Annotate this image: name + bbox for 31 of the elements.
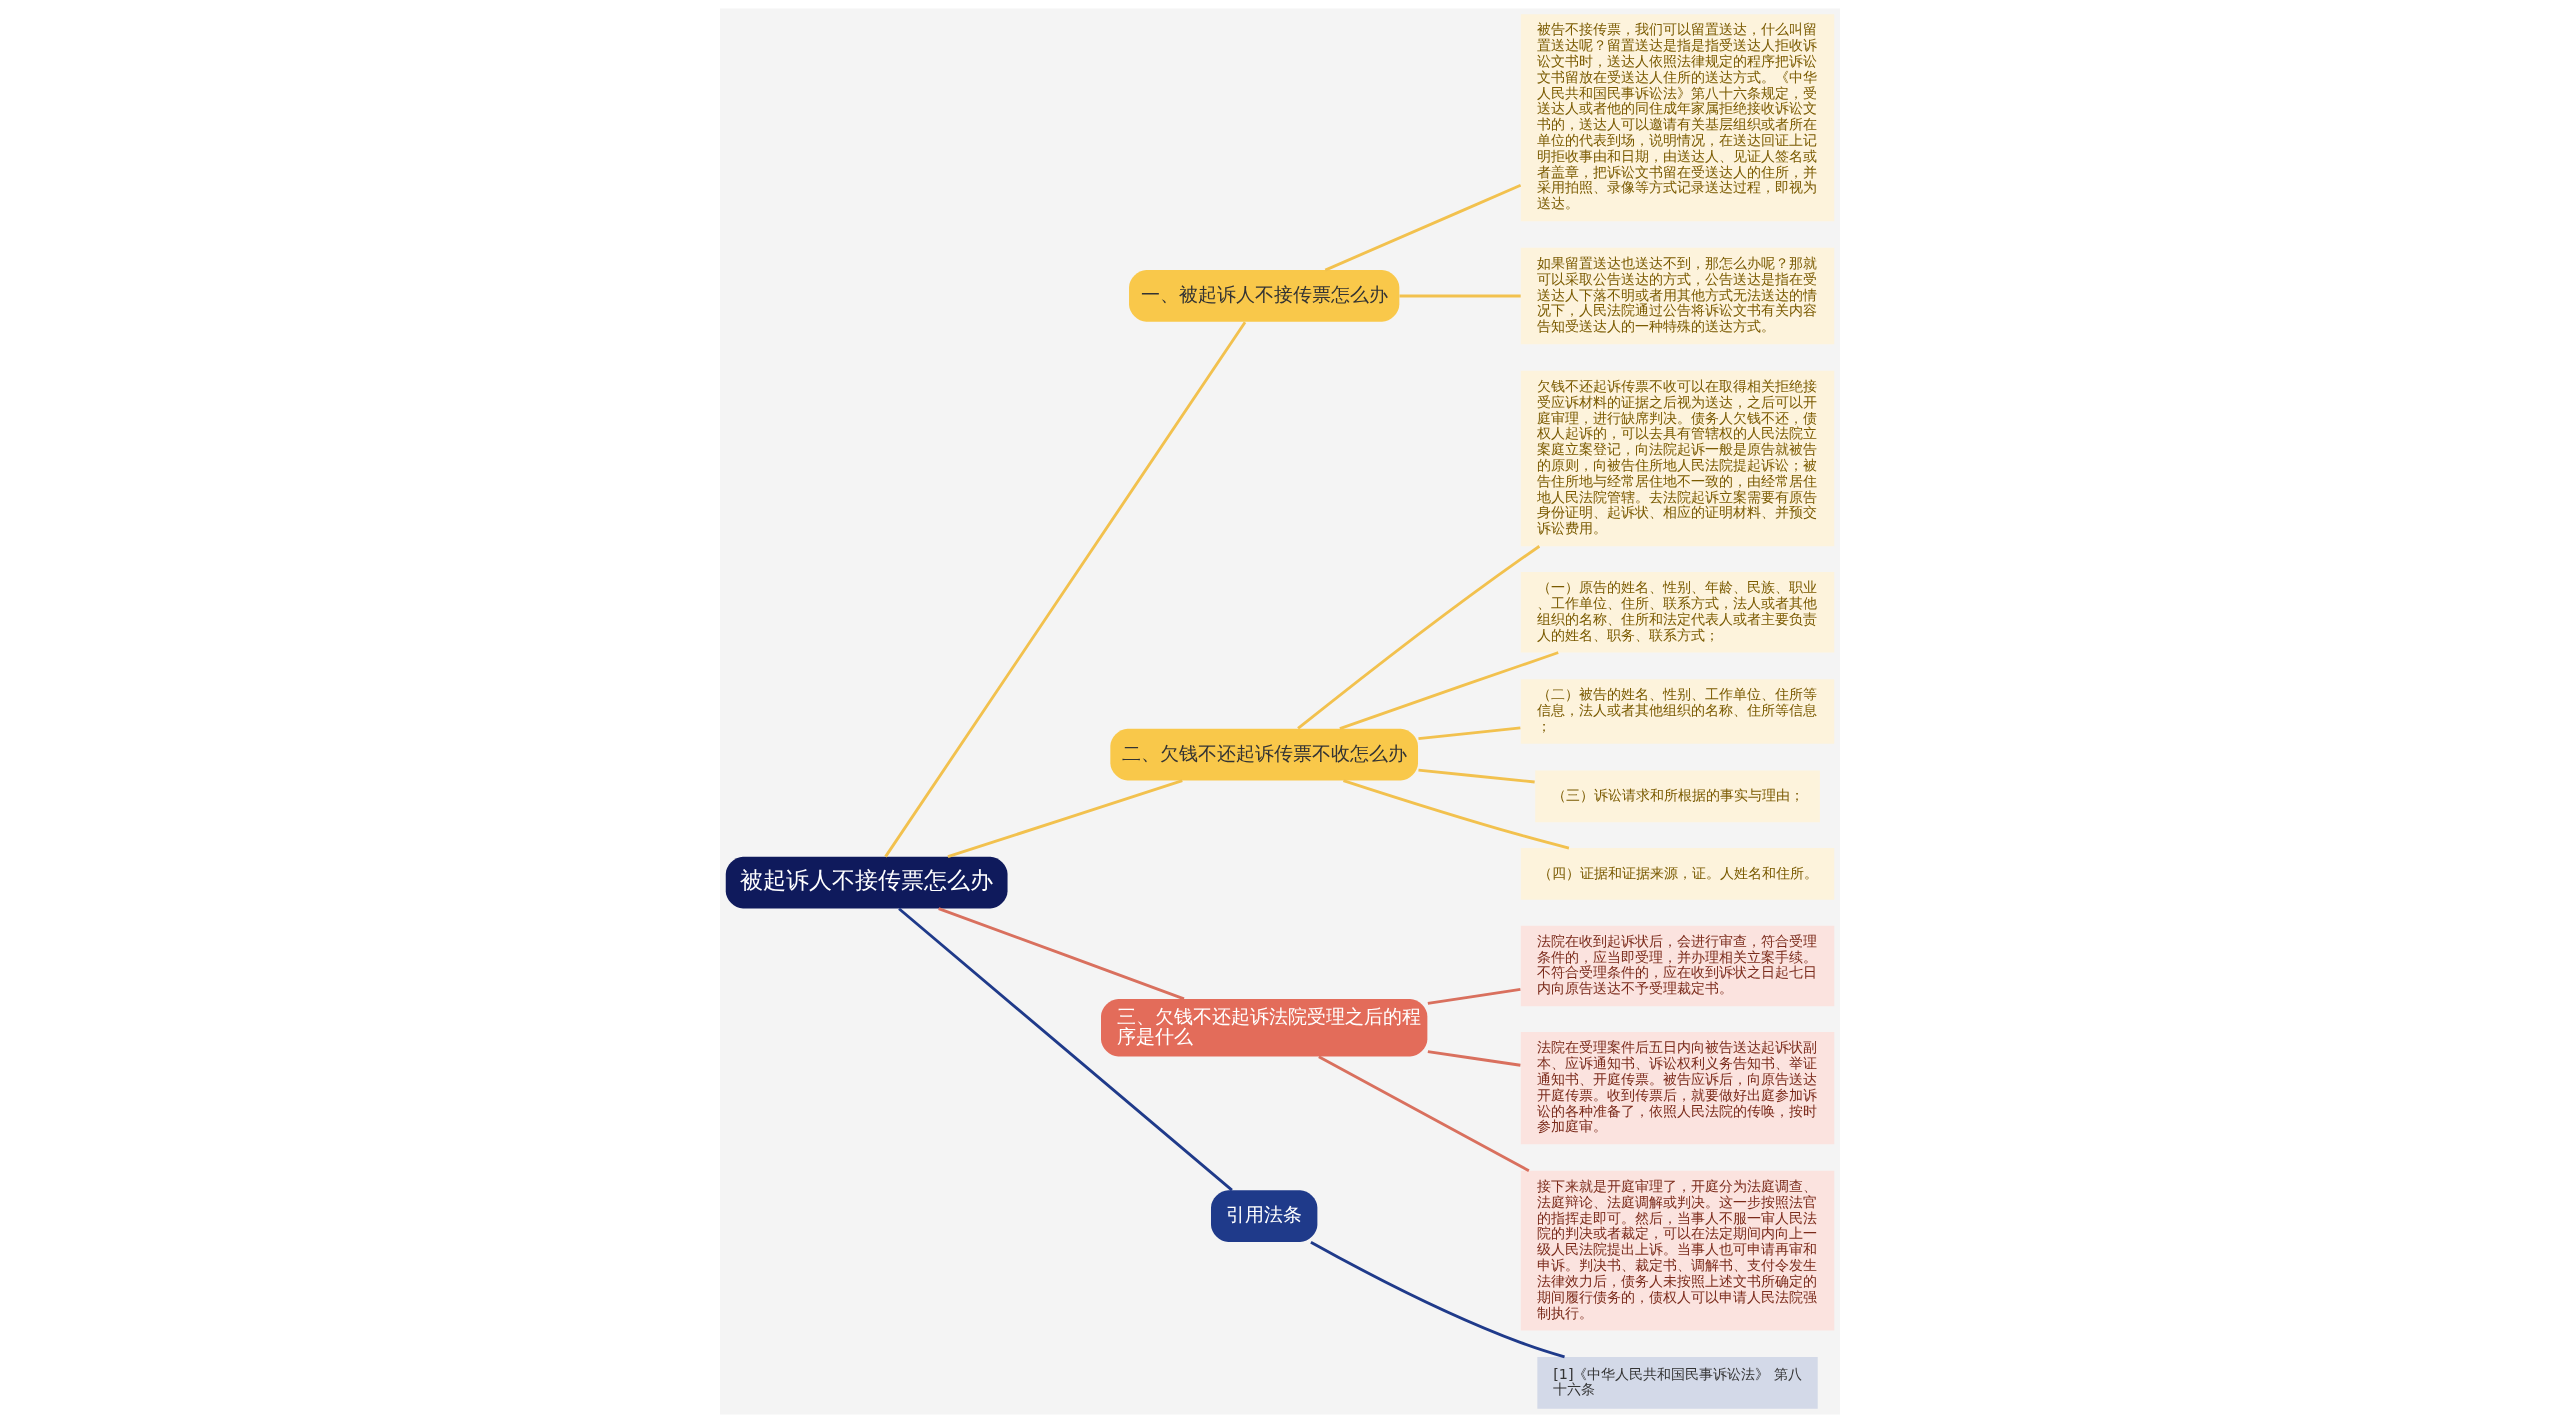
node-box: 被起诉人不接传票怎么办 xyxy=(725,856,1008,909)
node-box: 法院在受理案件后五日内向被告送达起诉状副本、应诉通知书、诉讼权利义务告知书、举证通知书、开庭传票。被告应诉后，向原告送达开庭传票。收到传票后，就要做好出庭参加诉讼的各种准备了，依照人民法院的传唤，按时参加庭审。 xyxy=(1520,1032,1835,1145)
node-box: （三）诉讼请求和所根据的事实与理由； xyxy=(1535,770,1820,823)
connector xyxy=(938,907,1185,1001)
connector xyxy=(1427,988,1521,1005)
connector xyxy=(1399,294,1521,298)
node-box: 欠钱不还起诉传票不收可以在取得相关拒绝接受应诉材料的证据之后视为送达，之后可以开庭审理，进行缺席判决。债务人欠钱不还，债权人起诉的，可以去具有管辖权的人民法院立案庭立案登记，向法院起诉一般是原告就被告的原则，向被告住所地人民法院提起诉讼；被告住所地与经常居住地不一致的，由经常居住地人民法院管辖。去法院起诉立案需要有原告身份证明、起诉状、相应的证明材料、并预交诉讼费用。 xyxy=(1520,370,1835,547)
connector xyxy=(884,321,1247,858)
connector xyxy=(1318,1055,1530,1172)
connector xyxy=(1418,726,1521,740)
node-box: [1]《中华人民共和国民事诉讼法》 第八十六条 xyxy=(1537,1357,1818,1409)
connector xyxy=(1339,651,1559,730)
connector xyxy=(1418,768,1535,784)
node-box: 被告不接传票，我们可以留置送达，什么叫留置送达呢？留置送达是指是指受送达人拒收诉讼文书时，送达人依照法律规定的程序把诉讼文书留放在受送达人住所的送达方式。《中华人民共和国民事诉讼法》第八十六条规定，受送达人或者他的同住成年家属拒绝接收诉讼文书的，送达人可以邀请有关基层组织或者所在单位的代表到场，说明情况，在送达回证上记明拒收事由和日期，由送达人、见证人签名或者盖章，把诉讼文书留在受送达人的住所，并采用拍照、录像等方式记录送达过程，即视为送达。 xyxy=(1520,14,1835,222)
node-box: （二）被告的姓名、性别、工作单位、住所等信息，法人或者其他组织的名称、住所等信息； xyxy=(1520,679,1835,744)
connector xyxy=(898,907,1233,1192)
connector xyxy=(947,779,1183,859)
connector xyxy=(1324,183,1522,272)
node-box: 二、欠钱不还起诉传票不收怎么办 xyxy=(1110,728,1418,781)
node-box: 三、欠钱不还起诉法院受理之后的程序是什么 xyxy=(1101,999,1428,1057)
connector xyxy=(1427,1050,1521,1067)
connector xyxy=(1343,779,1570,850)
connector xyxy=(1297,545,1541,730)
node-box: 一、被起诉人不接传票怎么办 xyxy=(1129,270,1400,322)
node-box: 引用法条 xyxy=(1211,1190,1318,1243)
node-box: 接下来就是开庭审理了，开庭分为法庭调查、法庭辩论、法庭调解或判决。这一步按照法官的指挥走即可。然后，当事人不服一审人民法院的判决或者裁定，可以在法定期间内向上一级人民法院提出上诉。当事人也可申请再审和申诉。判决书、裁定书、调解书、支付令发生法律效力后，债务人未按照上述文书所确定的期间履行债务的，债权人可以申请人民法院强制执行。 xyxy=(1520,1170,1835,1331)
node-box: 如果留置送达也送达不到，那怎么办呢？那就可以采取公告送达的方式，公告送达是指在受送达人下落不明或者用其他方式无法送达的情况下，人民法院通过公告将诉讼文书有关内容告知受送达人的一种特殊的送达方式。 xyxy=(1520,247,1835,345)
node-box: 法院在收到起诉状后，会进行审查，符合受理条件的，应当即受理，并办理相关立案手续。不符合受理条件的，应在收到诉状之日起七日内向原告送达不予受理裁定书。 xyxy=(1520,925,1835,1007)
node-box: （四）证据和证据来源，证。人姓名和住所。 xyxy=(1520,848,1835,900)
node-box: （一）原告的姓名、性别、年龄、民族、职业、工作单位、住所、联系方式，法人或者其他组织的名称、住所和法定代表人或者主要负责人的姓名、职务、联系方式； xyxy=(1520,572,1835,653)
connector xyxy=(1310,1240,1565,1359)
